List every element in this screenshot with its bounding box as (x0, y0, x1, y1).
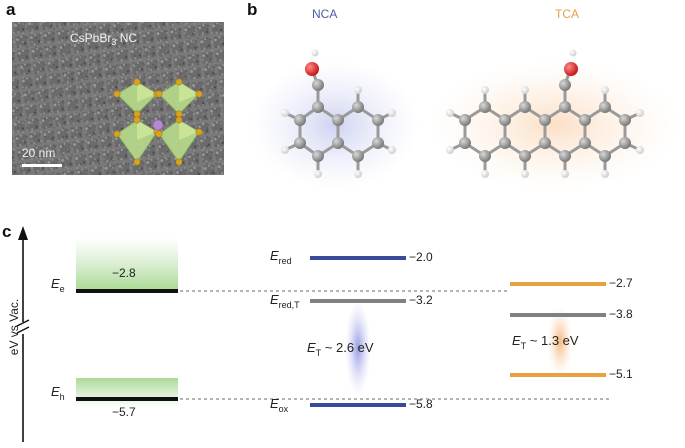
Eh-label: Eh (51, 384, 65, 402)
panel-letter-a: a (6, 0, 16, 19)
tca-bottom-line (510, 373, 606, 377)
tca-top-line (510, 282, 606, 286)
perovskite-octahedra (113, 78, 203, 166)
axis-arrow-icon (18, 226, 28, 240)
scale-bar (22, 164, 62, 167)
tca-top-value: −2.7 (609, 276, 633, 290)
valence-band (76, 378, 178, 408)
tem-title: CsPbBr3 NC (70, 31, 138, 47)
tem-texture (12, 22, 224, 175)
energy-diagram (16, 226, 612, 442)
tca-triplet-line (510, 313, 606, 317)
Ee-value: −2.8 (112, 266, 136, 280)
Eh-line (76, 397, 178, 401)
tca-triplet-value: −3.8 (609, 307, 633, 321)
nca-triplet-glow (345, 300, 371, 396)
nca-label: NCA (312, 7, 338, 21)
molecule-structures (250, 49, 680, 190)
tca-ET-label: ET ~ 1.3 eV (512, 333, 579, 351)
Eh-value: −5.7 (112, 405, 136, 419)
tca-triplet-glow (547, 307, 573, 377)
nca-EredT-line (310, 299, 406, 303)
tca-bottom-value: −5.1 (609, 367, 633, 381)
nca-EredT-value: −3.2 (409, 293, 433, 307)
nca-Ered-value: −2.0 (409, 250, 433, 264)
nca-Eox-value: −5.8 (409, 397, 433, 411)
nca-Eox-label: Eox (270, 396, 289, 414)
nca-atoms (281, 49, 396, 178)
nca-Eox-line (310, 403, 406, 407)
Ee-label: Ee (51, 276, 65, 294)
nca-ET-label: ET ~ 2.6 eV (307, 340, 374, 358)
tca-atoms (446, 49, 644, 178)
nca-EredT-label: Ered,T (270, 292, 300, 310)
panel-letter-b: b (247, 0, 258, 19)
nca-Ered-line (310, 256, 406, 260)
tem-image: CsPbBr3 NC 20 nm (12, 22, 224, 175)
scale-bar-label: 20 nm (22, 146, 56, 160)
Ee-line (76, 289, 178, 293)
y-axis (16, 226, 30, 442)
nca-Ered-label: Ered (270, 248, 292, 266)
axis-break-icon (16, 319, 30, 327)
conduction-band (76, 238, 178, 290)
tca-glow (430, 60, 680, 190)
tca-label: TCA (555, 7, 579, 21)
y-axis-label: eV vs Vac. (7, 298, 21, 356)
panel-letter-c: c (2, 222, 12, 241)
